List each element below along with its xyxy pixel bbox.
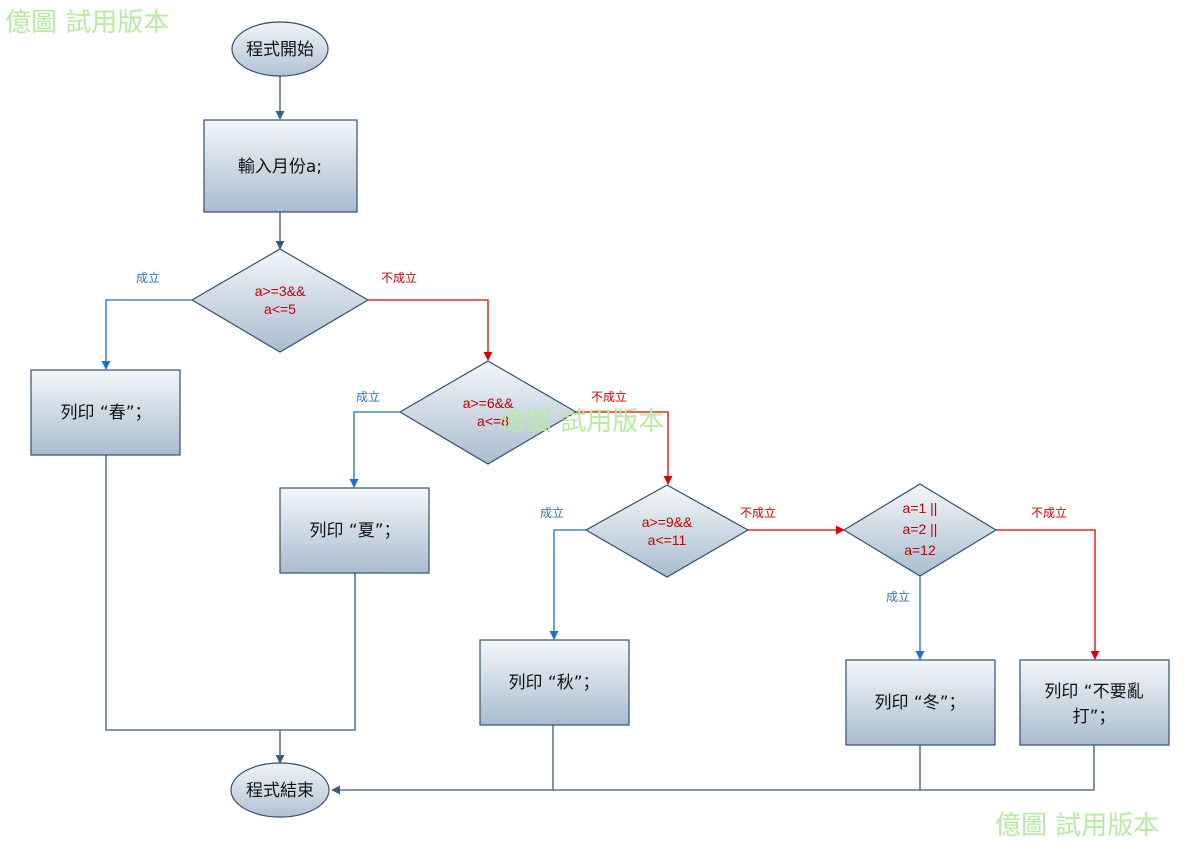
condition-spring-line2: a<=5 (264, 301, 296, 317)
label-cond4-no: 不成立 (1031, 505, 1067, 520)
condition-winter-line2: a=2 || (903, 521, 938, 537)
edge-invalid-end (331, 745, 1095, 795)
start-node[interactable]: 程式開始 (231, 21, 329, 77)
edge-cond1-yes (101, 299, 192, 370)
print-autumn-label: 列印 “秋”； (508, 673, 599, 693)
print-summer-node[interactable]: 列印 “夏”； (279, 487, 430, 574)
label-cond3-no: 不成立 (740, 505, 776, 520)
print-invalid-line2: 打”； (1073, 707, 1116, 727)
edge-spring-end (105, 455, 280, 731)
condition-winter[interactable]: a=1 || a=2 || a=12 (842, 483, 998, 577)
condition-spring-line1: a>=3&& (255, 283, 306, 299)
print-spring-node[interactable]: 列印 “春”； (30, 369, 181, 456)
edge-cond3-yes (549, 529, 586, 640)
print-invalid-node[interactable]: 列印 “不要亂 打”； (1019, 659, 1170, 746)
print-winter-label: 列印 “冬”； (874, 693, 965, 713)
start-node-label: 程式開始 (246, 40, 314, 60)
input-node-label: 輸入月份a; (238, 157, 322, 177)
edge-labels: 成立 不成立 成立 不成立 成立 不成立 成立 不成立 (136, 270, 1067, 604)
input-node[interactable]: 輸入月份a; (203, 119, 358, 213)
condition-summer[interactable]: a>=6&& a<=8 (398, 360, 578, 465)
print-winter-node[interactable]: 列印 “冬”； (845, 659, 996, 746)
connectors (101, 76, 1100, 795)
label-cond2-no: 不成立 (591, 389, 627, 404)
condition-summer-line1: a>=6&& (463, 395, 514, 411)
label-cond4-yes: 成立 (886, 589, 910, 604)
edge-cond4-no (996, 529, 1100, 660)
condition-autumn-line1: a>=9&& (642, 514, 693, 530)
edge-cond2-no (576, 411, 673, 485)
condition-winter-line1: a=1 || (903, 500, 938, 516)
print-invalid-line1: 列印 “不要亂 (1044, 682, 1143, 702)
print-spring-label: 列印 “春”； (60, 403, 151, 423)
label-cond3-yes: 成立 (540, 505, 564, 520)
condition-autumn-line2: a<=11 (648, 532, 687, 548)
label-cond2-yes: 成立 (356, 389, 380, 404)
end-node[interactable]: 程式結束 (230, 762, 330, 818)
print-summer-label: 列印 “夏”； (309, 521, 400, 541)
edge-cond1-no (368, 299, 493, 361)
edge-summer-end (280, 573, 356, 731)
condition-spring[interactable]: a>=3&& a<=5 (190, 248, 370, 353)
end-node-label: 程式結束 (246, 781, 314, 801)
condition-autumn[interactable]: a>=9&& a<=11 (584, 484, 750, 578)
edge-cond2-yes (349, 411, 400, 488)
condition-summer-line2: a<=8 (477, 413, 509, 429)
label-cond1-yes: 成立 (136, 270, 160, 285)
label-cond1-no: 不成立 (381, 270, 417, 285)
condition-winter-line3: a=12 (904, 542, 936, 558)
print-autumn-node[interactable]: 列印 “秋”； (479, 639, 630, 726)
